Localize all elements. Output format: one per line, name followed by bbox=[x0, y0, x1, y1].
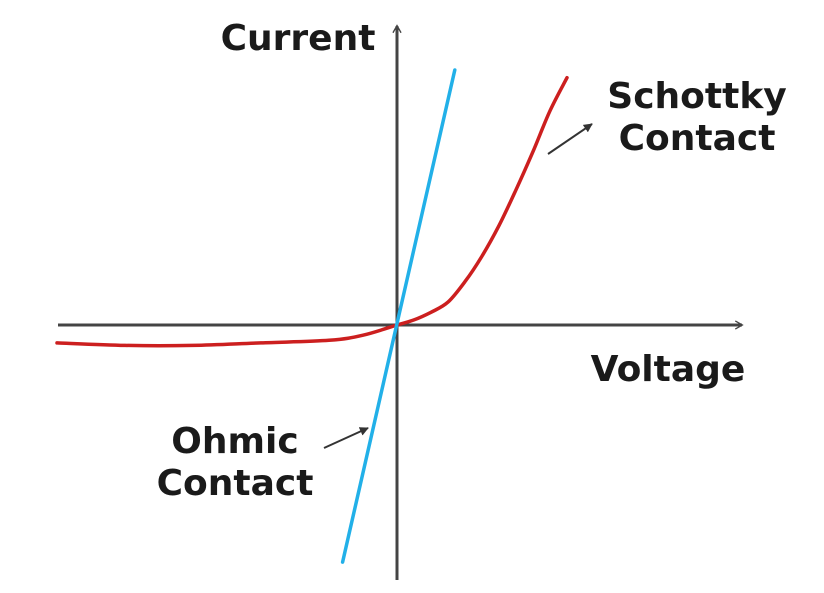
ohmic-contact-line bbox=[340, 68, 457, 564]
schottky-contact-annotation-label: Schottky bbox=[607, 76, 786, 117]
schottky-contact-curve bbox=[55, 75, 569, 348]
ohmic-contact-annotation-arrow bbox=[323, 427, 369, 449]
x-axis-label: Voltage bbox=[591, 349, 746, 390]
schottky-contact-annotation-label: Contact bbox=[619, 118, 776, 159]
schottky-contact-annotation-arrow bbox=[547, 123, 593, 155]
ohmic-contact-annotation-label: Contact bbox=[157, 463, 314, 504]
y-axis-label: Current bbox=[221, 18, 376, 59]
ohmic-contact-annotation-label: Ohmic bbox=[171, 421, 298, 462]
